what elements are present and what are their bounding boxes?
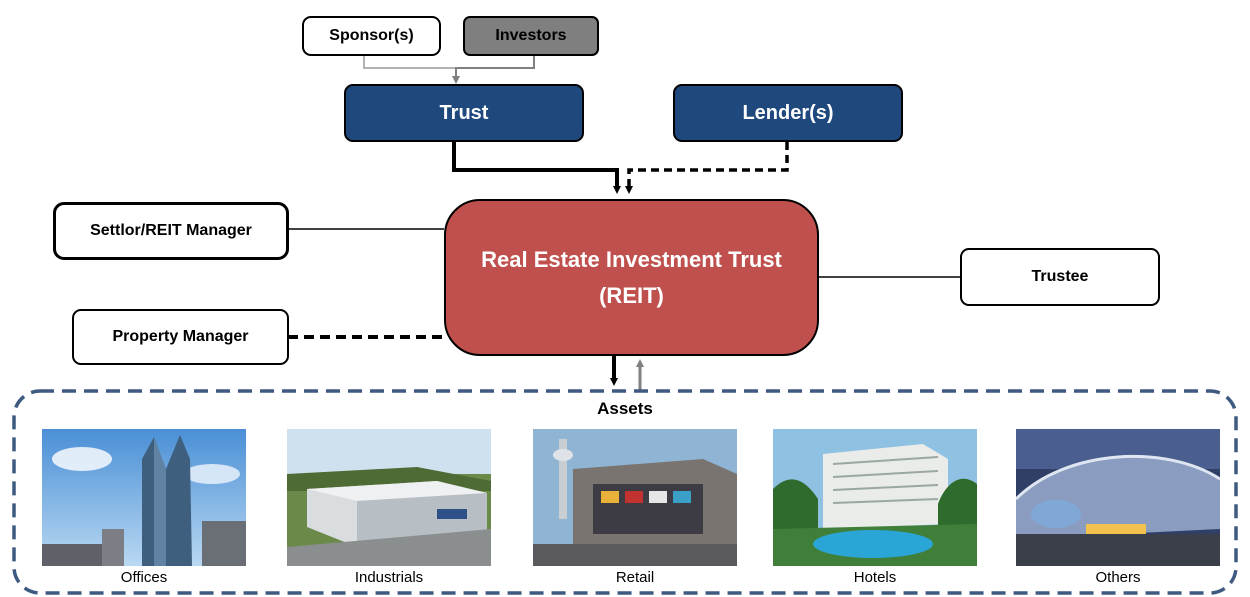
trustee-box: Trustee <box>960 248 1160 306</box>
asset-label-industrials: Industrials <box>354 569 424 586</box>
lenders-box: Lender(s) <box>673 84 903 142</box>
property-manager-box: Property Manager <box>72 309 289 365</box>
sponsors-box: Sponsor(s) <box>302 16 441 56</box>
airport-terminal-photo <box>1016 429 1220 566</box>
reit-abbreviation: (REIT) <box>599 282 664 308</box>
investors-to-trust-line <box>452 56 535 84</box>
asset-industrials: Industrials <box>287 429 491 586</box>
asset-retail: Retail <box>533 429 737 586</box>
settlor-reit-manager-box: Settlor/REIT Manager <box>53 202 289 260</box>
office-tower-photo <box>42 429 246 566</box>
assets-title: Assets <box>597 399 653 418</box>
asset-offices: Offices <box>42 429 246 586</box>
trust-to-reit-arrow <box>452 142 621 194</box>
trust-box: Trust <box>344 84 584 142</box>
asset-label-retail: Retail <box>615 569 655 586</box>
warehouse-photo <box>287 429 491 566</box>
reit-title: Real Estate Investment Trust <box>481 246 782 272</box>
reit-box: Real Estate Investment Trust (REIT) <box>444 199 819 356</box>
asset-label-offices: Offices <box>120 569 168 586</box>
assets-container <box>12 389 1238 595</box>
asset-label-hotels: Hotels <box>853 569 897 586</box>
lenders-to-reit-arrow <box>625 142 789 194</box>
asset-hotels: Hotels <box>773 429 977 586</box>
shopping-mall-photo <box>533 429 737 566</box>
investors-box: Investors <box>463 16 599 56</box>
asset-label-others: Others <box>1095 569 1141 586</box>
sponsor-to-trust-line <box>363 56 456 69</box>
asset-others: Others <box>1016 429 1220 586</box>
resort-hotel-photo <box>773 429 977 566</box>
